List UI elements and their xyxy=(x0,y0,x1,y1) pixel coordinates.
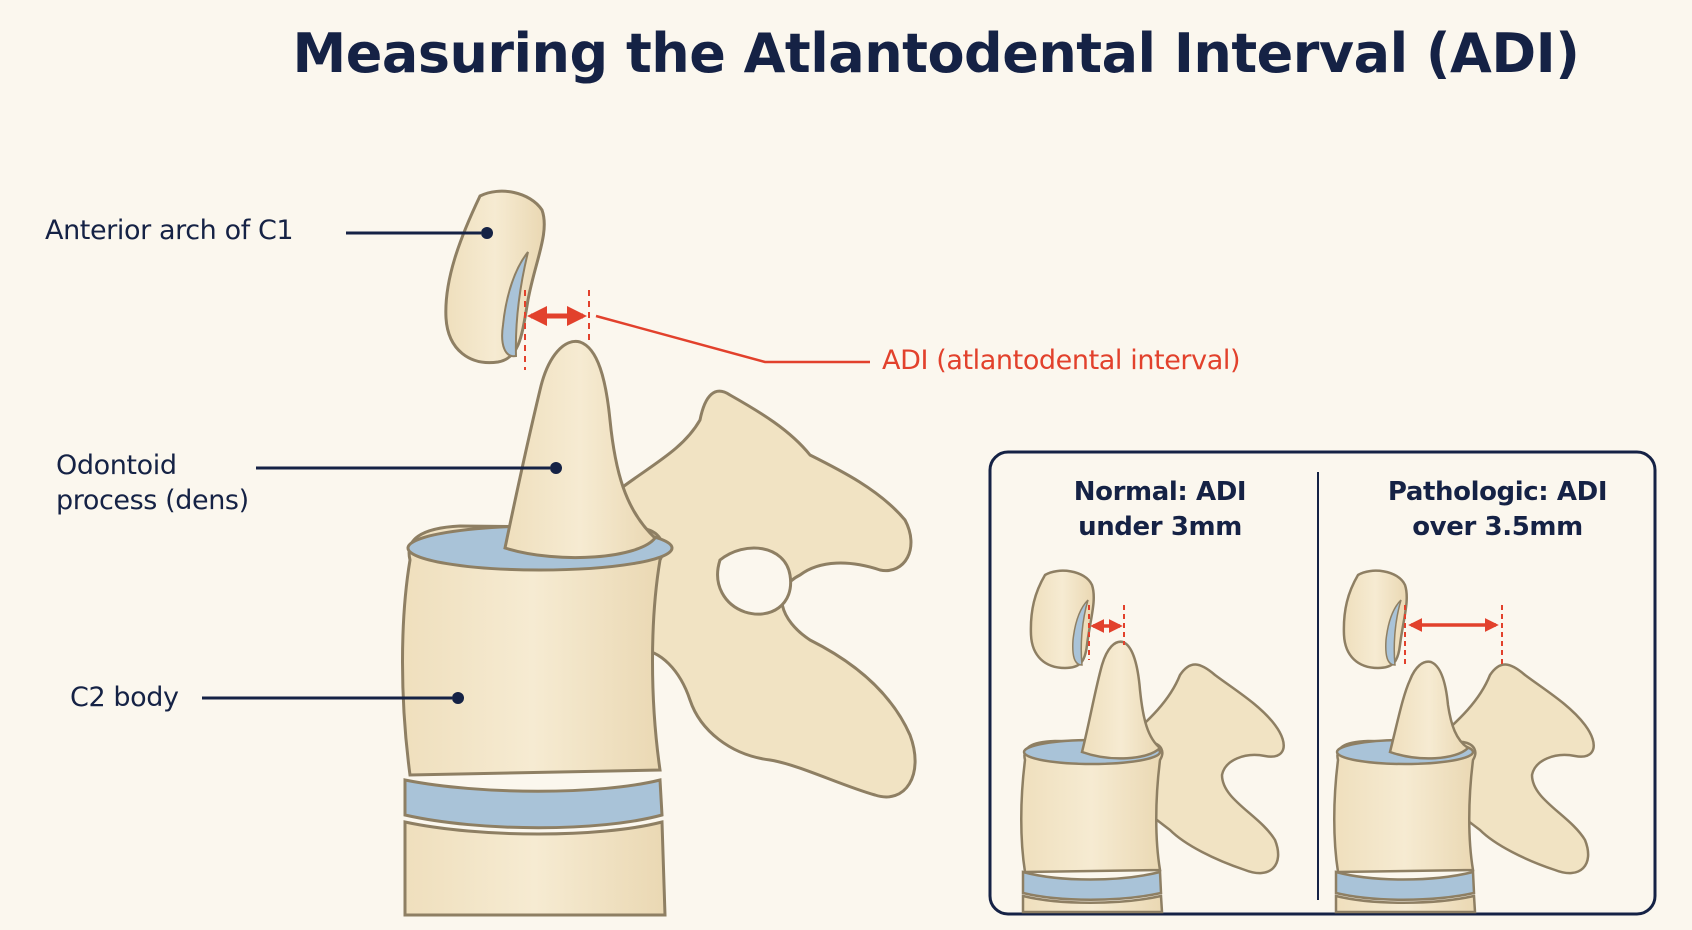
odontoid-label-line2: process (dens) xyxy=(56,485,249,517)
normal-disc xyxy=(1021,870,1163,901)
pathologic-c1-arch xyxy=(1342,569,1408,670)
odontoid-label-line1: Odontoid xyxy=(56,450,177,481)
dens-label-dot xyxy=(550,462,562,474)
normal-dens xyxy=(1080,640,1162,760)
pathologic-c1-cartilage xyxy=(1385,599,1402,666)
pathologic-caption: Pathologic: ADI over 3.5mm xyxy=(1370,475,1625,545)
normal-caption: Normal: ADI under 3mm xyxy=(1040,475,1280,545)
pathologic-caption-line1: Pathologic: ADI xyxy=(1387,477,1608,507)
intervertebral-disc xyxy=(403,778,664,830)
main-vertebra xyxy=(202,189,917,917)
c2-body-label: C2 body xyxy=(70,682,179,713)
odontoid-label: Odontoid process (dens) xyxy=(56,448,249,518)
normal-posterior-arch xyxy=(1118,663,1285,875)
pathologic-caption-line2: over 3.5mm xyxy=(1412,512,1583,543)
pathologic-dens xyxy=(1388,660,1470,760)
pathologic-c3-body xyxy=(1334,894,1477,914)
c1-label-dot xyxy=(481,227,493,239)
c2-body xyxy=(401,524,665,777)
pathologic-disc xyxy=(1334,870,1476,901)
normal-vertebra-mini xyxy=(1020,569,1285,914)
normal-caption-line1: Normal: ADI xyxy=(1073,477,1247,507)
normal-c1-cartilage xyxy=(1072,599,1089,666)
adi-leader-line xyxy=(595,314,870,364)
normal-c2-body xyxy=(1020,739,1164,874)
pathologic-vertebra-mini xyxy=(1333,569,1595,914)
normal-caption-line2: under 3mm xyxy=(1078,512,1242,543)
c3-body xyxy=(403,820,667,917)
c1-facet-cartilage xyxy=(501,251,529,358)
c2-facet-opening xyxy=(716,546,793,616)
pathologic-c2-body xyxy=(1333,739,1477,874)
c2-label-dot xyxy=(452,692,464,704)
c1-anterior-arch xyxy=(444,189,546,365)
pathologic-posterior-arch xyxy=(1428,663,1595,875)
normal-c1-arch xyxy=(1029,569,1095,670)
odontoid-process xyxy=(503,339,658,560)
anterior-arch-label: Anterior arch of C1 xyxy=(45,215,294,246)
page-title: Measuring the Atlantodental Interval (AD… xyxy=(292,22,1580,85)
normal-c3-body xyxy=(1021,894,1164,914)
adi-label: ADI (atlantodental interval) xyxy=(882,345,1241,376)
